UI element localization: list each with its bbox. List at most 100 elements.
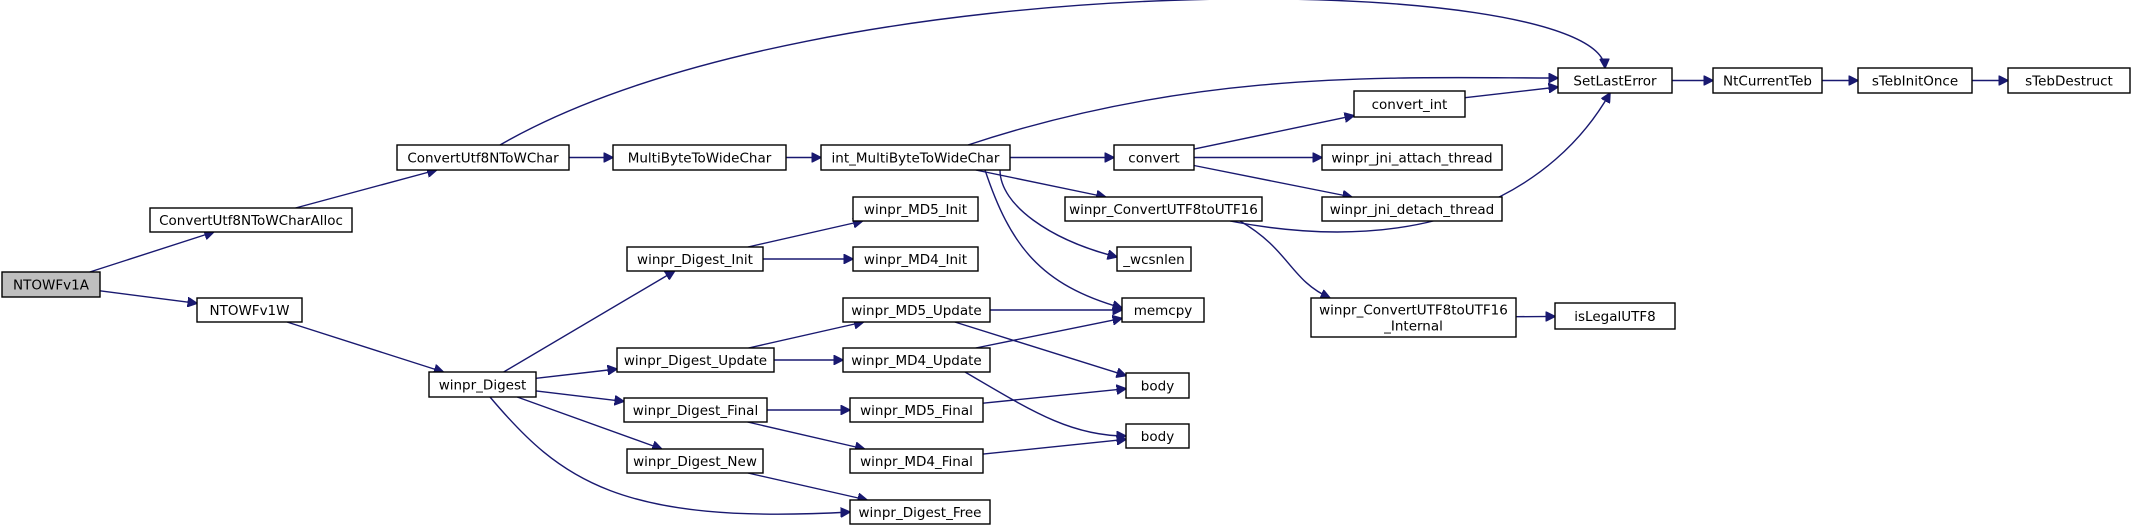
node-_wcsnlen[interactable]: _wcsnlen <box>1116 246 1192 272</box>
node-winpr_jni_detach_thread[interactable]: winpr_jni_detach_thread <box>1321 196 1503 222</box>
node-box <box>626 246 764 272</box>
node-box <box>849 397 984 423</box>
node-label: winpr_Digest_New <box>633 454 757 470</box>
node-NTOWFv1W[interactable]: NTOWFv1W <box>196 297 303 323</box>
edge-winpr_MD5_Update-to-body1 <box>954 321 1126 376</box>
edge-winpr_Digest-to-winpr_Digest_Init <box>503 271 675 373</box>
node-SetLastError[interactable]: SetLastError <box>1557 67 1673 94</box>
node-label: winpr_ConvertUTF8toUTF16 <box>1319 303 1508 319</box>
node-box <box>849 448 984 474</box>
node-label: sTebDestruct <box>2025 74 2113 90</box>
node-convert_int[interactable]: convert_int <box>1353 90 1466 118</box>
node-body1[interactable]: body <box>1125 372 1190 399</box>
node-winpr_MD5_Final[interactable]: winpr_MD5_Final <box>849 397 984 423</box>
node-label: winpr_MD4_Final <box>860 454 973 470</box>
node-label: winpr_Digest <box>439 378 527 394</box>
node-winpr_MD4_Init[interactable]: winpr_MD4_Init <box>852 246 979 272</box>
node-label: isLegalUTF8 <box>1574 309 1655 325</box>
edge-convert-to-convert_int <box>1193 116 1354 150</box>
node-winpr_Digest_Final[interactable]: winpr_Digest_Final <box>623 397 768 423</box>
node-winpr_MD5_Init[interactable]: winpr_MD5_Init <box>852 196 979 222</box>
node-label: convert_int <box>1372 97 1448 113</box>
edge-int_MultiByteToWideChar-to-_wcsnlen <box>999 169 1117 257</box>
node-label: NTOWFv1A <box>13 278 90 294</box>
edge-winpr_Digest-to-winpr_Digest_New <box>516 396 662 449</box>
node-label: MultiByteToWideChar <box>628 151 772 167</box>
edge-winpr_MD4_Final-to-body2 <box>982 439 1126 455</box>
edge-int_MultiByteToWideChar-to-memcpy <box>984 169 1122 308</box>
edge-winpr_Digest_Update-to-winpr_MD5_Update <box>748 322 864 349</box>
node-box <box>1125 372 1190 399</box>
edge-winpr_Digest_New-to-winpr_Digest_Free <box>747 472 867 500</box>
node-winpr_Digest_Free[interactable]: winpr_Digest_Free <box>849 499 991 525</box>
node-box <box>396 144 570 171</box>
node-box <box>428 371 537 398</box>
node-winpr_Digest_Init[interactable]: winpr_Digest_Init <box>626 246 764 272</box>
node-NTOWFv1A[interactable]: NTOWFv1A <box>1 271 101 298</box>
node-box <box>849 499 991 525</box>
node-box <box>1125 423 1190 449</box>
node-NtCurrentTeb[interactable]: NtCurrentTeb <box>1712 67 1823 94</box>
node-box <box>1321 144 1503 171</box>
node-winpr_MD5_Update[interactable]: winpr_MD5_Update <box>842 297 991 323</box>
node-label: int_MultiByteToWideChar <box>832 151 1000 167</box>
node-winpr_Digest_Update[interactable]: winpr_Digest_Update <box>616 347 775 373</box>
edge-int_MultiByteToWideChar-to-SetLastError <box>967 78 1558 146</box>
node-box <box>1064 196 1263 222</box>
node-box <box>1113 144 1195 171</box>
node-isLegalUTF8[interactable]: isLegalUTF8 <box>1554 302 1676 330</box>
node-memcpy[interactable]: memcpy <box>1121 297 1205 323</box>
node-label: winpr_MD4_Update <box>851 353 982 369</box>
node-ConvertUtf8NToWChar[interactable]: ConvertUtf8NToWChar <box>396 144 570 171</box>
node-winpr_ConvertUTF8toUTF16[interactable]: winpr_ConvertUTF8toUTF16 <box>1064 196 1263 222</box>
node-label: winpr_jni_attach_thread <box>1331 151 1492 167</box>
node-label: NtCurrentTeb <box>1723 74 1812 90</box>
edge-convert_int-to-SetLastError <box>1464 87 1558 99</box>
node-sTebDestruct[interactable]: sTebDestruct <box>2007 67 2131 94</box>
edge-winpr_ConvertUTF8toUTF16-to-winpr_ConvertUTF8toUTF16_Internal <box>1239 220 1330 298</box>
node-int_MultiByteToWideChar[interactable]: int_MultiByteToWideChar <box>820 144 1011 171</box>
node-label: NTOWFv1W <box>209 303 289 319</box>
node-winpr_MD4_Final[interactable]: winpr_MD4_Final <box>849 448 984 474</box>
node-winpr_MD4_Update[interactable]: winpr_MD4_Update <box>842 347 991 373</box>
node-MultiByteToWideChar[interactable]: MultiByteToWideChar <box>612 144 787 171</box>
node-box <box>1557 67 1673 94</box>
node-winpr_ConvertUTF8toUTF16_Internal[interactable]: winpr_ConvertUTF8toUTF16_Internal <box>1310 297 1517 338</box>
node-winpr_jni_attach_thread[interactable]: winpr_jni_attach_thread <box>1321 144 1503 171</box>
edge-int_MultiByteToWideChar-to-winpr_ConvertUTF8toUTF16 <box>975 169 1106 197</box>
node-box <box>852 196 979 222</box>
node-sTebInitOnce[interactable]: sTebInitOnce <box>1857 67 1973 94</box>
edge-NTOWFv1W-to-winpr_Digest <box>286 321 443 372</box>
node-box <box>1554 302 1676 330</box>
node-label: winpr_MD5_Init <box>864 202 967 218</box>
function-nodes: NTOWFv1A ConvertUtf8NToWCharAllocNTOWFv1W… <box>1 67 2131 525</box>
node-box <box>149 207 353 233</box>
call-edges <box>89 0 2008 514</box>
node-box <box>1353 90 1466 118</box>
node-label: _Internal <box>1383 319 1443 335</box>
node-label: memcpy <box>1134 303 1193 319</box>
edge-winpr_MD4_Update-to-body2 <box>964 371 1126 436</box>
edge-winpr_MD5_Final-to-body1 <box>982 389 1126 404</box>
node-box <box>2007 67 2131 94</box>
edge-NTOWFv1A-to-NTOWFv1W <box>99 290 197 304</box>
node-convert[interactable]: convert <box>1113 144 1195 171</box>
node-label: winpr_ConvertUTF8toUTF16 <box>1069 202 1258 218</box>
node-body2[interactable]: body <box>1125 423 1190 449</box>
node-ConvertUtf8NToWCharAlloc[interactable]: ConvertUtf8NToWCharAlloc <box>149 207 353 233</box>
edge-winpr_Digest-to-winpr_Digest_Final <box>535 390 624 402</box>
node-label: _wcsnlen <box>1122 252 1184 268</box>
node-box <box>612 144 787 171</box>
node-label: winpr_jni_detach_thread <box>1330 202 1494 218</box>
node-winpr_Digest_New[interactable]: winpr_Digest_New <box>626 448 764 474</box>
node-box <box>616 347 775 373</box>
node-box <box>623 397 768 423</box>
node-box <box>1116 246 1192 272</box>
node-box <box>842 347 991 373</box>
node-box <box>1712 67 1823 94</box>
node-label: winpr_Digest_Update <box>624 353 767 369</box>
node-box <box>1121 297 1205 323</box>
edge-winpr_Digest_Init-to-winpr_MD5_Init <box>747 221 863 248</box>
node-winpr_Digest[interactable]: winpr_Digest <box>428 371 537 398</box>
node-box <box>1321 196 1503 222</box>
